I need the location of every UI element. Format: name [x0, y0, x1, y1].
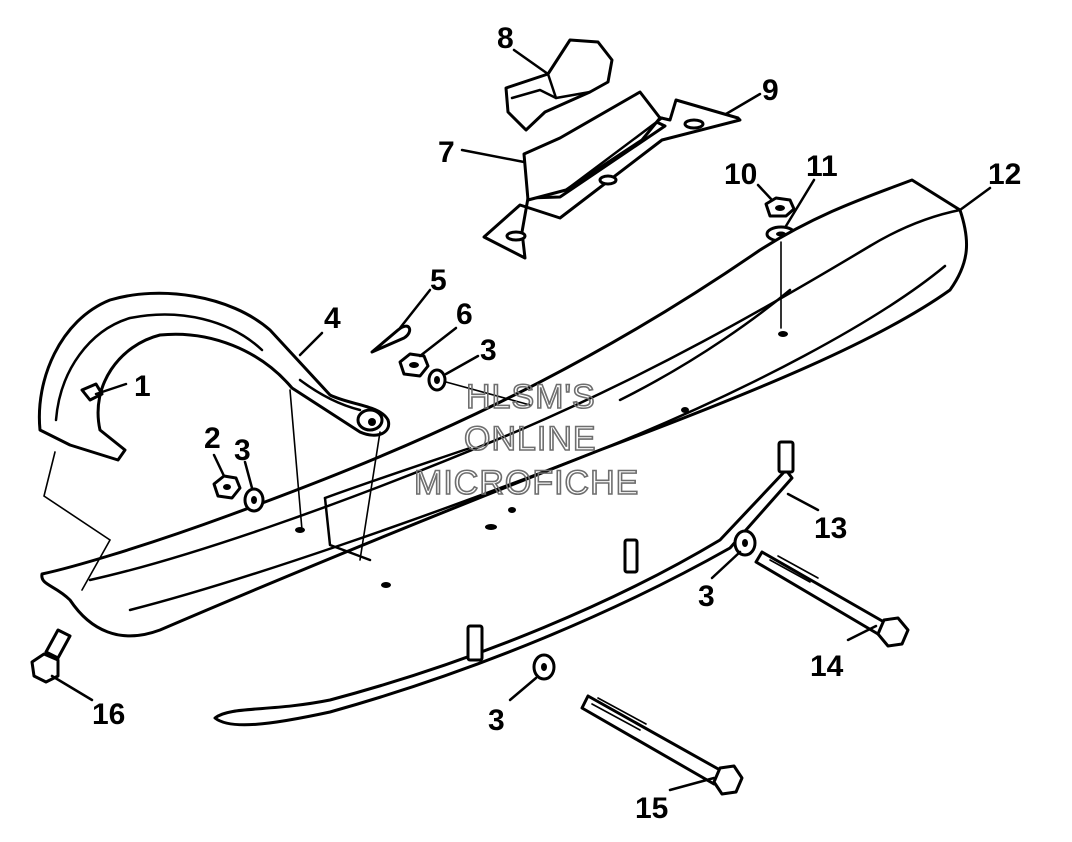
cotter-pin-5 [370, 324, 412, 354]
callout-3-bottom: 3 [488, 704, 505, 737]
bolt-16 [30, 628, 72, 684]
lock-nut-2 [212, 474, 242, 500]
lock-nut-10 [764, 196, 796, 218]
callout-13: 13 [814, 512, 847, 545]
callout-4: 4 [324, 302, 341, 335]
callout-5: 5 [430, 264, 447, 297]
callout-3-left: 3 [234, 434, 251, 467]
callout-15: 15 [635, 792, 668, 825]
callout-12: 12 [988, 158, 1021, 191]
callout-9: 9 [762, 74, 779, 107]
callout-labels: 1 2 3 4 5 6 3 7 8 9 10 11 12 13 3 14 16 … [92, 22, 1021, 825]
leader-lines [50, 48, 992, 792]
watermark-line-3: MICROFICHE [414, 464, 639, 502]
ski [40, 178, 969, 638]
wear-bar [213, 440, 795, 727]
watermark-line-1: HLSM'S [466, 378, 596, 416]
callout-10: 10 [724, 158, 757, 191]
callout-16: 16 [92, 698, 125, 731]
washer-3-left [243, 487, 265, 513]
callout-2: 2 [204, 422, 221, 455]
watermark-line-2: ONLINE [464, 420, 597, 458]
bolt-15 [580, 694, 744, 796]
washer-3-bottom [532, 653, 556, 681]
callout-8: 8 [497, 22, 514, 55]
handle-cap-1 [80, 382, 104, 402]
callout-14: 14 [810, 650, 844, 683]
watermark: HLSM'S ONLINE MICROFICHE [413, 377, 639, 503]
callout-6: 6 [456, 298, 473, 331]
callout-7: 7 [438, 136, 455, 169]
wear-bushing [504, 38, 614, 132]
bolt-14 [754, 550, 910, 648]
ski-saddle-bracket [482, 90, 742, 260]
washer-3-top [427, 368, 447, 392]
ski-handle [37, 291, 391, 591]
castle-nut-6 [398, 352, 430, 378]
callout-11: 11 [806, 150, 838, 183]
callout-1: 1 [134, 370, 151, 403]
callout-3-top: 3 [480, 334, 497, 367]
washer-3-right [733, 529, 757, 557]
callout-3-right: 3 [698, 580, 715, 613]
